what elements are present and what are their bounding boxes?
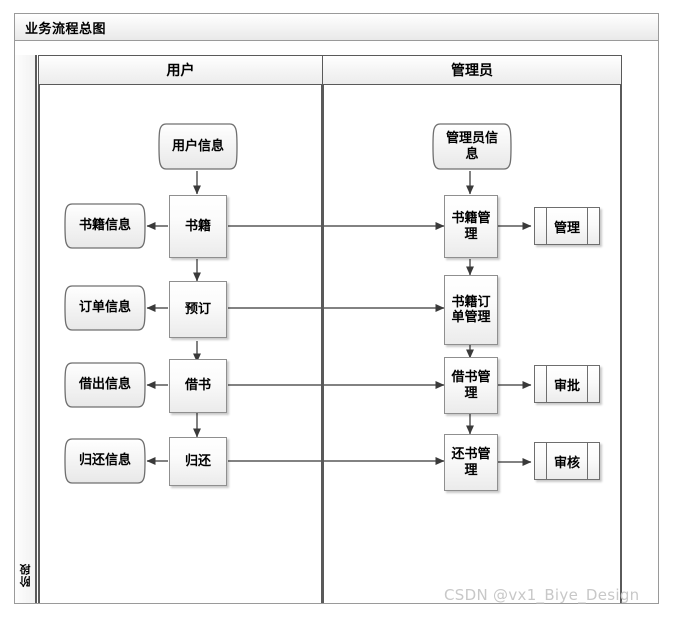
node-label: 订单信息: [78, 300, 131, 316]
node-borrow-mgmt[interactable]: 借书管理: [444, 357, 498, 414]
node-book-mgmt[interactable]: 书籍管理: [444, 195, 498, 258]
node-label: 借出信息: [78, 377, 131, 393]
node-label: 归还: [184, 453, 211, 469]
node-return[interactable]: 归还: [169, 437, 227, 486]
node-label: 预订: [184, 301, 211, 317]
node-label: 审批: [553, 378, 580, 394]
node-manage[interactable]: 管理: [534, 207, 600, 245]
node-label: 用户信息: [171, 138, 224, 154]
node-label: 书籍信息: [78, 218, 131, 234]
node-book-info[interactable]: 书籍信息: [63, 202, 147, 250]
node-borrow[interactable]: 借书: [169, 359, 227, 413]
node-book[interactable]: 书籍: [169, 195, 227, 258]
node-label: 审核: [553, 455, 580, 471]
node-reserve[interactable]: 预订: [169, 281, 227, 338]
node-admin-info[interactable]: 管理员信息: [431, 122, 513, 171]
lane-label-admin: 管理员: [451, 63, 493, 79]
lane-body-user: [38, 85, 323, 603]
node-label: 借书管理: [451, 370, 491, 401]
node-label: 管理员信息: [445, 131, 498, 162]
node-order-info[interactable]: 订单信息: [63, 284, 147, 332]
page-title: 业务流程总图: [25, 21, 107, 37]
phase-label: 阶段: [19, 563, 32, 587]
node-lend-info[interactable]: 借出信息: [63, 361, 147, 409]
phase-band: [15, 55, 37, 603]
node-user-info[interactable]: 用户信息: [157, 122, 239, 171]
node-label: 书籍: [184, 218, 211, 234]
watermark-text: CSDN @vx1_Biye_Design: [444, 586, 640, 604]
node-label: 管理: [553, 220, 580, 236]
node-label: 书籍管理: [451, 211, 491, 242]
lane-header-user: 用户: [38, 55, 323, 85]
node-book-order-mgmt[interactable]: 书籍订单管理: [444, 275, 498, 345]
node-return-mgmt[interactable]: 还书管理: [444, 434, 498, 491]
node-approve[interactable]: 审批: [534, 365, 600, 403]
node-return-info[interactable]: 归还信息: [63, 437, 147, 485]
diagram-title-bar: 业务流程总图: [14, 13, 659, 41]
node-audit[interactable]: 审核: [534, 442, 600, 480]
node-label: 归还信息: [78, 453, 131, 469]
node-label: 书籍订单管理: [451, 294, 491, 325]
lane-label-user: 用户: [166, 63, 195, 79]
node-label: 借书: [184, 378, 211, 394]
node-label: 还书管理: [451, 447, 491, 478]
lane-header-admin: 管理员: [322, 55, 622, 85]
